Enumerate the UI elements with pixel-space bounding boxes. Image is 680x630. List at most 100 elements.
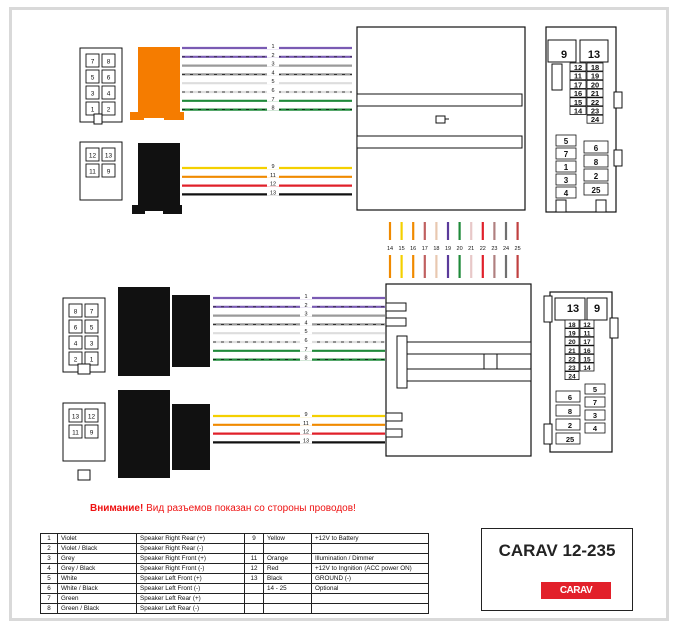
vert-wire-label-15: 15 — [399, 246, 405, 252]
iso-a-pin-1-l — [555, 160, 577, 173]
iso-b-pin-label-24: 24 — [568, 374, 576, 381]
table-cell-color2 — [263, 543, 312, 554]
brand-logo: CARAV — [541, 582, 611, 599]
conn-b-pin-label-9: 9 — [107, 168, 111, 175]
iso-b-pin-label-21: 21 — [568, 348, 576, 355]
lower-wire-label-bg-8 — [300, 355, 312, 361]
conn-c-pin-label-2: 2 — [74, 356, 78, 363]
table-cell-color2: Yellow — [263, 533, 312, 544]
lower-power-wire-label-11: 11 — [303, 421, 309, 427]
vert-wire-label-17: 17 — [422, 246, 428, 252]
model-box: CARAV 12-235 — [481, 528, 633, 611]
conn-c-pin-3 — [84, 335, 99, 350]
conn-b-pin-label-11: 11 — [89, 168, 96, 175]
top-wire-label-1: 1 — [271, 44, 274, 50]
conn-a-pin-label-1: 1 — [91, 106, 95, 113]
iso-a-pin-22 — [586, 97, 604, 107]
iso-a-pin-23 — [586, 106, 604, 115]
lower-wire-label-bg-5 — [300, 329, 312, 335]
vert-wire-label-14: 14 — [387, 246, 393, 252]
conn-a-pin-5 — [85, 69, 100, 84]
table-cell-color2: 14 - 25 — [263, 583, 312, 594]
table-cell-func: Speaker Right Front (+) — [136, 553, 245, 564]
iso-b-top-label-13: 13 — [567, 303, 579, 315]
iso-b-pin-label-r-3: 3 — [593, 411, 597, 420]
vert-wire-label-19: 19 — [445, 246, 451, 252]
iso-b-pin-2-l — [555, 418, 581, 431]
conn-c-pin-7 — [84, 303, 99, 318]
table-cell-func2: GROUND (-) — [311, 573, 429, 584]
iso-b-pin-label-23: 23 — [568, 365, 576, 372]
table-cell-n: 7 — [40, 593, 58, 604]
iso-b-pin-20 — [564, 336, 580, 346]
table-cell-color2 — [263, 603, 312, 614]
conn-a-pin-label-6: 6 — [107, 74, 111, 81]
conn-c-pin-5 — [84, 319, 99, 334]
lower-power-plug-body-2 — [172, 404, 210, 470]
conn-a-pin-label-4: 4 — [107, 90, 111, 97]
table-cell-n2 — [244, 593, 264, 604]
table-cell-n2: 13 — [244, 573, 264, 584]
iso-a-right-tab-1 — [613, 91, 623, 109]
conn-c-pin-label-5: 5 — [90, 324, 94, 331]
table-cell-color: Green / Black — [57, 603, 137, 614]
iso-a-pin-label-l-7: 7 — [564, 150, 569, 159]
conn-a-pin-label-5: 5 — [91, 74, 95, 81]
conn-b-pin-label-12: 12 — [89, 152, 97, 159]
iso-b-pin-16 — [579, 345, 595, 355]
iso-a-pin-2-r — [583, 168, 609, 182]
table-cell-color: Green — [57, 593, 137, 604]
iso-b-pin-12 — [579, 319, 595, 329]
conn-d-pin-label-11: 11 — [72, 429, 79, 436]
table-cell-func2 — [311, 603, 429, 614]
conn-a-pin-7 — [85, 53, 100, 68]
warning-note: Внимание! Вид разъемов показан со сторон… — [90, 503, 356, 514]
table-cell-n2 — [244, 603, 264, 614]
top-wire-label-bg-2 — [267, 52, 279, 58]
iso-b-pin-14 — [579, 362, 595, 372]
iso-b-left-foot — [543, 423, 553, 445]
table-cell-func: Speaker Left Front (-) — [136, 583, 245, 594]
iso-b-pin-17 — [579, 336, 595, 346]
iso-a-pin-21 — [586, 88, 604, 98]
iso-b-pin-23 — [564, 362, 580, 372]
iso-b-pin-8-l — [555, 404, 581, 417]
lower-wire-label-5: 5 — [304, 329, 307, 335]
lower-wire-label-bg-7 — [300, 346, 312, 352]
lower-wire-label-bg-6 — [300, 338, 312, 343]
conn-c-pin-label-4: 4 — [74, 340, 78, 347]
iso-a-pin-label-23: 23 — [591, 107, 599, 116]
table-cell-n: 3 — [40, 553, 58, 564]
iso-a-right-tab-2 — [613, 149, 623, 167]
table-cell-func2: +12V to Ingnition (ACC power ON) — [311, 563, 429, 574]
table-cell-color: Violet — [57, 533, 137, 544]
table-cell-func: Speaker Right Front (-) — [136, 563, 245, 574]
iso-a-pin-label-12: 12 — [574, 63, 582, 72]
vert-wire-label-21: 21 — [468, 246, 474, 252]
iso-a-foot-1 — [555, 199, 567, 213]
table-cell-color2 — [263, 593, 312, 604]
lower-wire-label-4: 4 — [304, 320, 307, 326]
iso-b-pin-label-16: 16 — [583, 348, 591, 355]
lower-housing-rail-2 — [399, 368, 532, 382]
iso-b-pin-7-r — [584, 396, 606, 408]
table-cell-color2: Red — [263, 563, 312, 574]
iso-a-pin-label-20: 20 — [591, 80, 599, 89]
conn-a-pin-3 — [85, 85, 100, 100]
model-label: CARAV 12-235 — [498, 541, 616, 560]
table-cell-n2 — [244, 543, 264, 554]
top-wire-label-3: 3 — [271, 62, 274, 68]
vert-wire-label-18: 18 — [433, 246, 439, 252]
iso-b-pin-label-l-6: 6 — [568, 393, 572, 402]
top-wire-label-4: 4 — [271, 70, 274, 76]
lower-wire-label-bg-3 — [300, 311, 312, 317]
iso-b-pin-label-l-2: 2 — [568, 421, 572, 430]
iso-a-pin-label-r-2: 2 — [594, 172, 599, 181]
conn-c-pin-label-8: 8 — [74, 308, 78, 315]
iso-b-top-cell-9 — [586, 297, 608, 321]
lower-power-wire-label-bg-12 — [300, 429, 312, 435]
